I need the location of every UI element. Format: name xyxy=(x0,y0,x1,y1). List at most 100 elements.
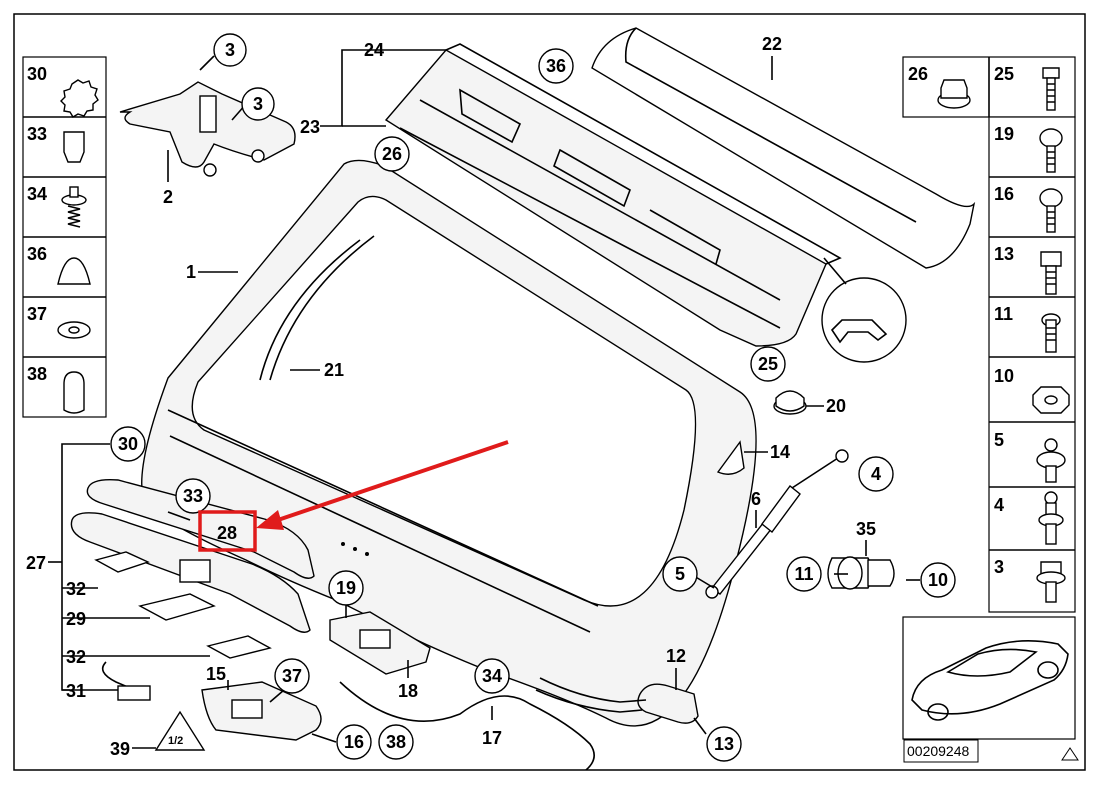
torx-bolt-icon xyxy=(1039,188,1063,233)
right-item-label: 4 xyxy=(994,495,1004,515)
callout-12: 12 xyxy=(666,646,686,666)
buffer-wedge xyxy=(716,440,745,475)
rubber-cap-icon xyxy=(57,257,91,285)
callout-33: 33 xyxy=(183,486,203,506)
flange-nut-icon xyxy=(937,79,971,109)
highlight-arrow-head-icon xyxy=(256,510,284,530)
left-item-label: 33 xyxy=(27,124,47,144)
callout-27: 27 xyxy=(26,553,46,573)
callout-17: 17 xyxy=(482,728,502,748)
flange-bolt-icon xyxy=(1036,561,1066,603)
callout-15: 15 xyxy=(206,664,226,684)
callout-10: 10 xyxy=(928,570,948,590)
seal-detail-zoom xyxy=(821,257,907,363)
highlight-arrow-shaft xyxy=(271,440,509,524)
callout-32: 32 xyxy=(66,579,86,599)
clip-nut-icon xyxy=(63,131,85,163)
socket-bolt-icon xyxy=(1041,313,1061,353)
callout-4: 4 xyxy=(871,464,881,484)
left-item-label: 36 xyxy=(27,244,47,264)
callout-18: 18 xyxy=(398,681,418,701)
right-item-label: 19 xyxy=(994,124,1014,144)
bolt-icon xyxy=(1042,67,1060,111)
callout-32: 32 xyxy=(66,647,86,667)
emblem-dot xyxy=(341,542,345,546)
glass-edge xyxy=(259,235,375,381)
spring-screw-icon xyxy=(61,186,87,228)
right-item-label: 26 xyxy=(908,64,928,84)
torx-bolt-icon xyxy=(1039,128,1063,173)
callout-5: 5 xyxy=(675,564,685,584)
callout-29: 29 xyxy=(66,609,86,629)
callout-19: 19 xyxy=(336,578,356,598)
latch-switch xyxy=(329,611,431,675)
right-item-label: 5 xyxy=(994,430,1004,450)
callout-6: 6 xyxy=(751,489,761,509)
right-item-label: 25 xyxy=(994,64,1014,84)
callout-35: 35 xyxy=(856,519,876,539)
callout-22: 22 xyxy=(762,34,782,54)
callout-30: 30 xyxy=(118,434,138,454)
right-item-label: 10 xyxy=(994,366,1014,386)
right-item-label: 13 xyxy=(994,244,1014,264)
warning-sign-text: 1/2 xyxy=(168,735,183,747)
right-item-label: 11 xyxy=(994,304,1013,324)
highlight-callout: 28 xyxy=(198,440,509,552)
callout-26: 26 xyxy=(382,144,402,164)
vehicle-thumbnail xyxy=(902,616,1076,740)
highlight-box xyxy=(198,510,257,552)
callout-31: 31 xyxy=(66,681,86,701)
emblem-dot xyxy=(353,547,357,551)
washer-icon xyxy=(57,321,91,339)
callout-11: 11 xyxy=(794,564,813,584)
bowden-cable xyxy=(339,681,595,771)
hex-bolt-icon xyxy=(1040,251,1062,295)
diagram-id-box xyxy=(903,739,979,763)
emblem-dot xyxy=(365,552,369,556)
callout-3: 3 xyxy=(253,94,263,114)
tailgate-lock xyxy=(201,681,322,741)
left-item-label: 38 xyxy=(27,364,47,384)
gas-strut xyxy=(705,449,849,599)
tailgate-window-opening xyxy=(191,195,697,607)
striker-bushing xyxy=(827,556,895,590)
left-item-label: 37 xyxy=(27,304,47,324)
left-item-label: 34 xyxy=(27,184,47,204)
spoiler-edge xyxy=(624,27,917,223)
hinge xyxy=(119,81,296,177)
right-item-label: 3 xyxy=(994,557,1004,577)
hinge-bracket xyxy=(637,683,699,724)
callout-34: 34 xyxy=(482,666,502,686)
trim-panel xyxy=(384,49,827,347)
tailgate-crease xyxy=(167,409,599,633)
trim-seal xyxy=(445,43,842,265)
seal-strip xyxy=(535,677,647,713)
trim-detail xyxy=(399,88,781,329)
callout-1: 1 xyxy=(186,262,196,282)
callout-20: 20 xyxy=(826,396,846,416)
callout-21: 21 xyxy=(324,360,344,380)
star-washer-icon xyxy=(60,79,99,118)
triangle-mark-icon xyxy=(1061,747,1079,761)
left-item-label: 30 xyxy=(27,64,47,84)
leader-lines xyxy=(48,49,920,749)
callouts: 3 3 2 1 24 23 36 26 22 21 25 20 14 4 6 5… xyxy=(26,33,956,762)
right-item-label: 16 xyxy=(994,184,1014,204)
callout-24: 24 xyxy=(364,40,384,60)
expansion-nut xyxy=(773,390,807,415)
callout-3: 3 xyxy=(225,40,235,60)
callout-23: 23 xyxy=(300,117,320,137)
callout-16: 16 xyxy=(344,732,364,752)
collar-bolt-icon xyxy=(1038,491,1064,545)
collar-bolt-icon xyxy=(1036,438,1066,483)
callout-13: 13 xyxy=(714,734,734,754)
left-parts-column: 30 33 34 36 37 38 xyxy=(22,56,107,418)
diagram-frame xyxy=(13,13,1086,771)
callout-28: 28 xyxy=(217,523,237,543)
callout-37: 37 xyxy=(282,666,302,686)
grommet-icon xyxy=(63,371,85,414)
diagram-id: 00209248 xyxy=(907,743,970,759)
callout-14: 14 xyxy=(770,442,790,462)
